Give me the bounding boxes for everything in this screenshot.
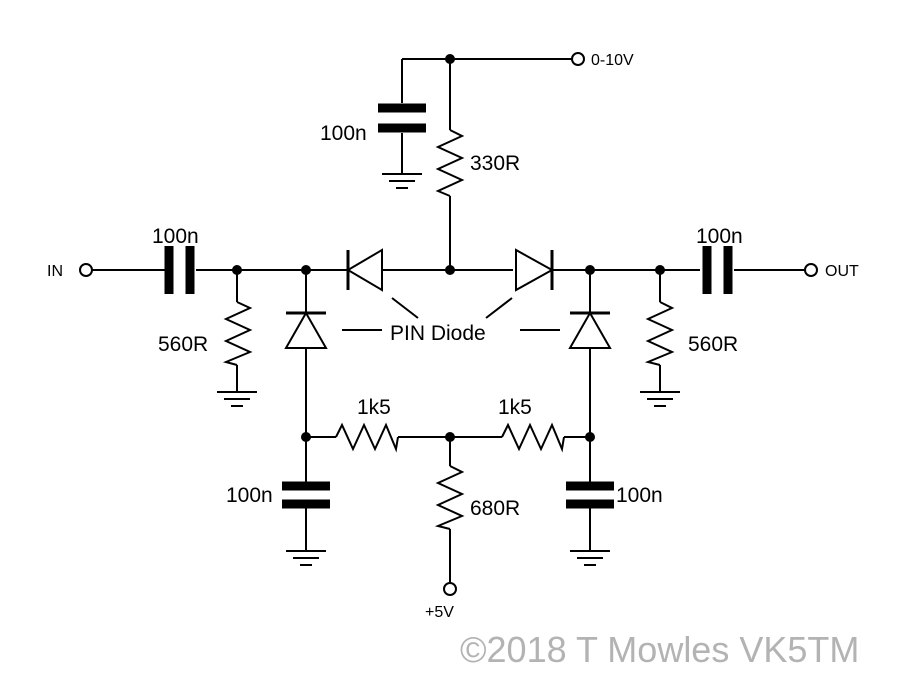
output-coupling-capacitor [702, 246, 733, 294]
supply-terminal[interactable] [443, 582, 457, 596]
junction-dot [445, 54, 455, 64]
series-pin-diode-right [515, 248, 555, 292]
shunt-pin-diode-left [284, 270, 328, 437]
supply-resistor-value: 680R [470, 497, 520, 520]
output-shunt-resistor [644, 301, 675, 366]
pin-diode-leaders [342, 297, 560, 331]
bias-capacitor-right [566, 481, 614, 509]
output-terminal[interactable] [804, 263, 818, 277]
control-resistor-value: 330R [470, 152, 520, 175]
output-capacitor-value: 100n [696, 225, 743, 248]
bias-capacitor-right-value: 100n [616, 484, 663, 507]
junction-dot [445, 432, 455, 442]
ground-symbol [570, 550, 610, 566]
copyright-watermark: ©2018 T Mowles VK5TM [460, 629, 859, 670]
input-coupling-capacitor [164, 246, 195, 294]
control-voltage-terminal[interactable] [571, 52, 585, 66]
control-voltage-wiring [401, 58, 572, 270]
ground-symbol [217, 391, 257, 407]
bias-resistor-left [335, 422, 399, 453]
control-voltage-label: 0-10V [591, 52, 634, 69]
control-resistor [435, 129, 465, 197]
ground-symbol [286, 550, 326, 566]
supply-label: +5V [425, 604, 454, 621]
input-terminal[interactable] [79, 263, 93, 277]
bias-capacitor-left [282, 481, 330, 509]
input-capacitor-value: 100n [152, 225, 199, 248]
ground-symbol [640, 391, 680, 407]
output-shunt-value: 560R [688, 333, 738, 356]
junction-dot [585, 432, 595, 442]
pin-diode-label: PIN Diode [390, 322, 486, 345]
bias-resistor-right-value: 1k5 [498, 396, 532, 419]
top-capacitor-value: 100n [320, 122, 367, 145]
bias-capacitor-left-value: 100n [226, 484, 273, 507]
ground-symbol [382, 173, 422, 189]
bias-resistor-left-value: 1k5 [357, 396, 391, 419]
junction-dot [301, 432, 311, 442]
input-shunt-resistor [222, 301, 253, 366]
bias-resistor-right [501, 422, 565, 453]
junction-dot [445, 265, 455, 275]
supply-resistor [434, 465, 465, 530]
output-label: OUT [825, 263, 859, 280]
input-label: IN [47, 263, 63, 280]
top-decoupling-capacitor [378, 103, 426, 133]
input-shunt-value: 560R [158, 333, 208, 356]
series-pin-diode-left [346, 248, 383, 292]
shunt-pin-diode-right [568, 270, 612, 437]
